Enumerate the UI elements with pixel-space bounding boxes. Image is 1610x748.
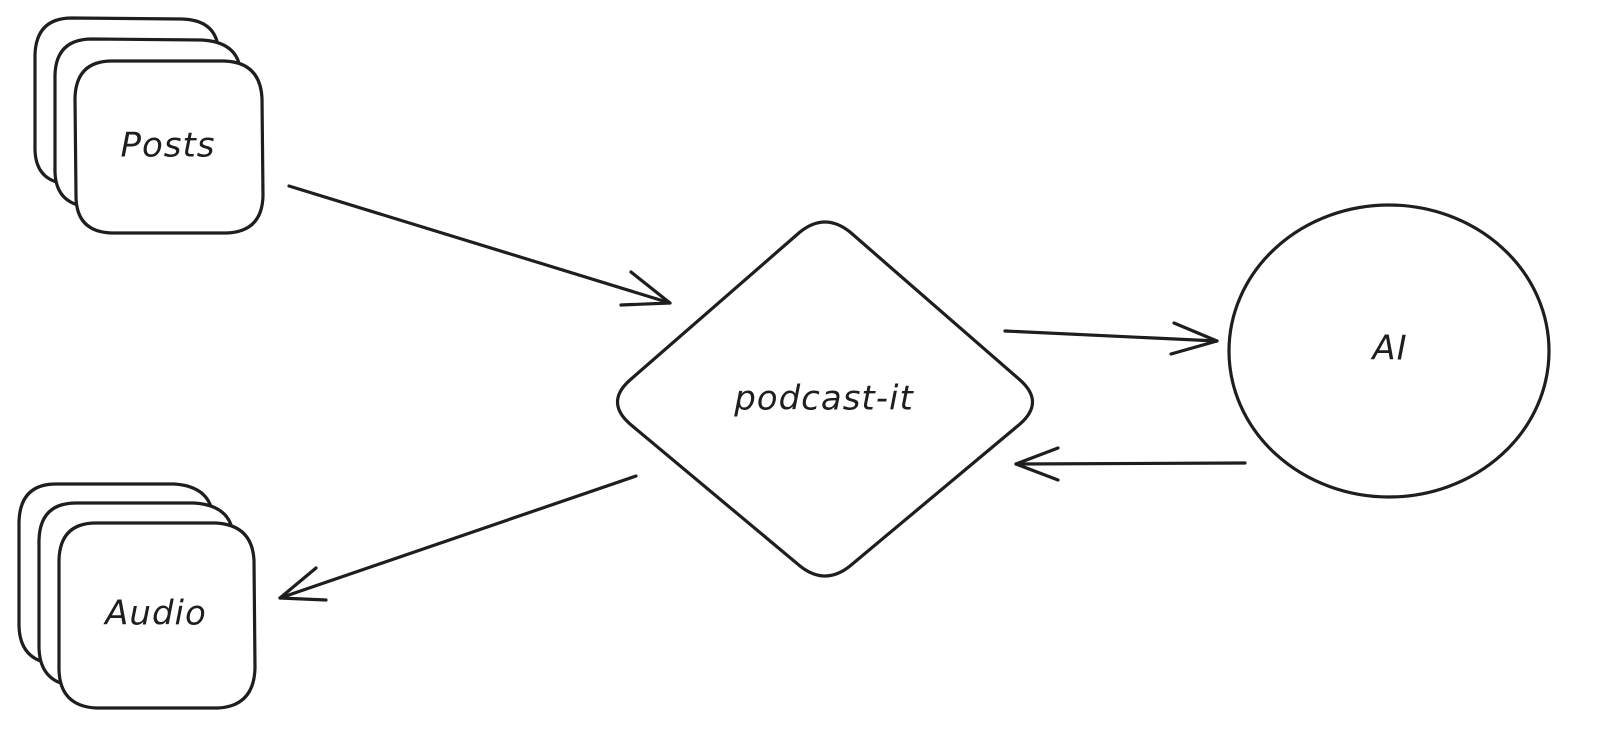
arrowhead-icon bbox=[619, 270, 672, 307]
edge-ai-to-podcast-it bbox=[1014, 446, 1247, 482]
ai-label: AI bbox=[1370, 329, 1407, 369]
arrowhead-icon bbox=[1169, 321, 1219, 356]
arrowhead-icon bbox=[1014, 446, 1060, 482]
node-ai[interactable]: AI bbox=[1227, 203, 1551, 499]
ai-circle bbox=[1227, 203, 1551, 499]
edge-line bbox=[1003, 329, 1219, 343]
edge-line bbox=[278, 474, 638, 600]
node-podcast-it[interactable]: podcast-it bbox=[615, 220, 1035, 578]
node-posts[interactable]: Posts bbox=[33, 16, 265, 235]
edge-line bbox=[287, 184, 672, 305]
podcast-it-diamond bbox=[615, 220, 1035, 578]
edge-podcast-it-to-audio bbox=[278, 474, 638, 602]
audio-front-card bbox=[57, 521, 257, 710]
edge-posts-to-podcast-it bbox=[287, 184, 672, 307]
arrowhead-icon bbox=[278, 566, 328, 602]
node-audio[interactable]: Audio bbox=[17, 482, 257, 710]
posts-front-card bbox=[73, 59, 265, 235]
posts-label: Posts bbox=[120, 126, 215, 166]
edge-line bbox=[1014, 461, 1247, 466]
podcast-it-label: podcast-it bbox=[733, 379, 914, 419]
edge-podcast-it-to-ai bbox=[1003, 321, 1219, 356]
audio-label: Audio bbox=[103, 594, 207, 634]
